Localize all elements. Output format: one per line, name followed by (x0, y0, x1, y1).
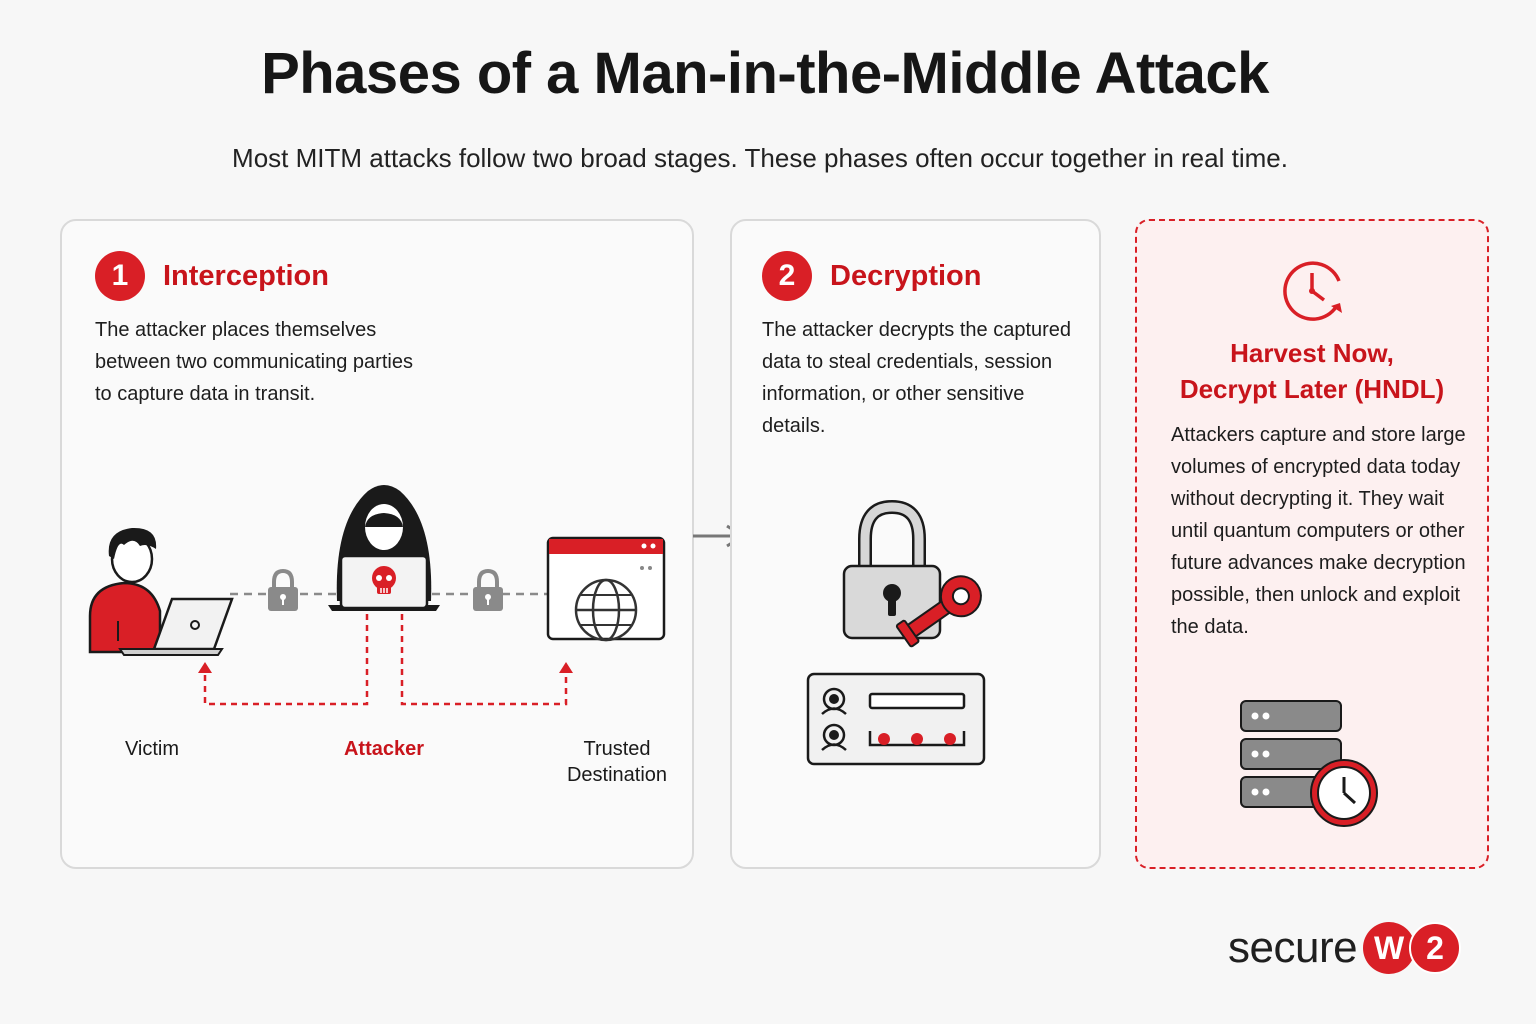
server-clock-icon (1240, 700, 1378, 827)
interception-header: 1 Interception (95, 251, 329, 301)
logo-badge-2: 2 (1409, 922, 1462, 974)
interception-route-right (400, 614, 573, 706)
padlock-icon-right (473, 568, 503, 611)
person-at-laptop-icon (88, 527, 234, 656)
hndl-card: Harvest Now, Decrypt Later (HNDL) Attack… (1135, 219, 1489, 869)
phase-number-1: 1 (95, 251, 145, 301)
interception-description: The attacker places themselves between t… (95, 319, 413, 405)
securew2-logo: secure W 2 (1228, 918, 1462, 978)
page-subtitle: Most MITM attacks follow two broad stage… (232, 143, 1288, 173)
hndl-description: Attackers capture and store large volume… (1171, 424, 1466, 638)
destination-label-line1: Trusted (583, 738, 651, 760)
browser-globe-icon (546, 536, 666, 642)
interception-title: Interception (163, 259, 329, 292)
victim-label: Victim (124, 738, 180, 760)
decryption-card: 2 Decryption The attacker decrypts the c… (730, 219, 1101, 869)
logo-badge-w: W (1363, 922, 1416, 974)
decryption-title: Decryption (830, 259, 982, 292)
hndl-title-line1: Harvest Now, (1230, 338, 1394, 368)
phase-number-2: 2 (762, 251, 812, 301)
decryption-illustration (806, 499, 986, 766)
decryption-description: The attacker decrypts the captured data … (762, 319, 1072, 437)
destination-label-line2: Destination (566, 764, 668, 786)
skull-icon (372, 566, 396, 594)
padlock-icon-left (268, 568, 298, 611)
destination-label: Trusted Destination (552, 736, 682, 788)
padlock-key-icon (842, 499, 982, 648)
hndl-title-line2: Decrypt Later (HNDL) (1179, 374, 1445, 404)
attacker-label: Attacker (343, 738, 425, 760)
page-title: Phases of a Man-in-the-Middle Attack (261, 41, 1269, 106)
hndl-title: Harvest Now, Decrypt Later (HNDL) (1137, 335, 1487, 407)
interception-card: 1 Interception The attacker places thems… (60, 219, 694, 869)
clock-icon (1283, 261, 1342, 321)
interception-route-left (198, 614, 369, 706)
login-form-icon (806, 672, 986, 766)
decryption-header: 2 Decryption (762, 251, 981, 301)
logo-text: secure (1228, 923, 1358, 972)
interception-diagram (88, 485, 666, 706)
hooded-hacker-icon (328, 485, 440, 611)
